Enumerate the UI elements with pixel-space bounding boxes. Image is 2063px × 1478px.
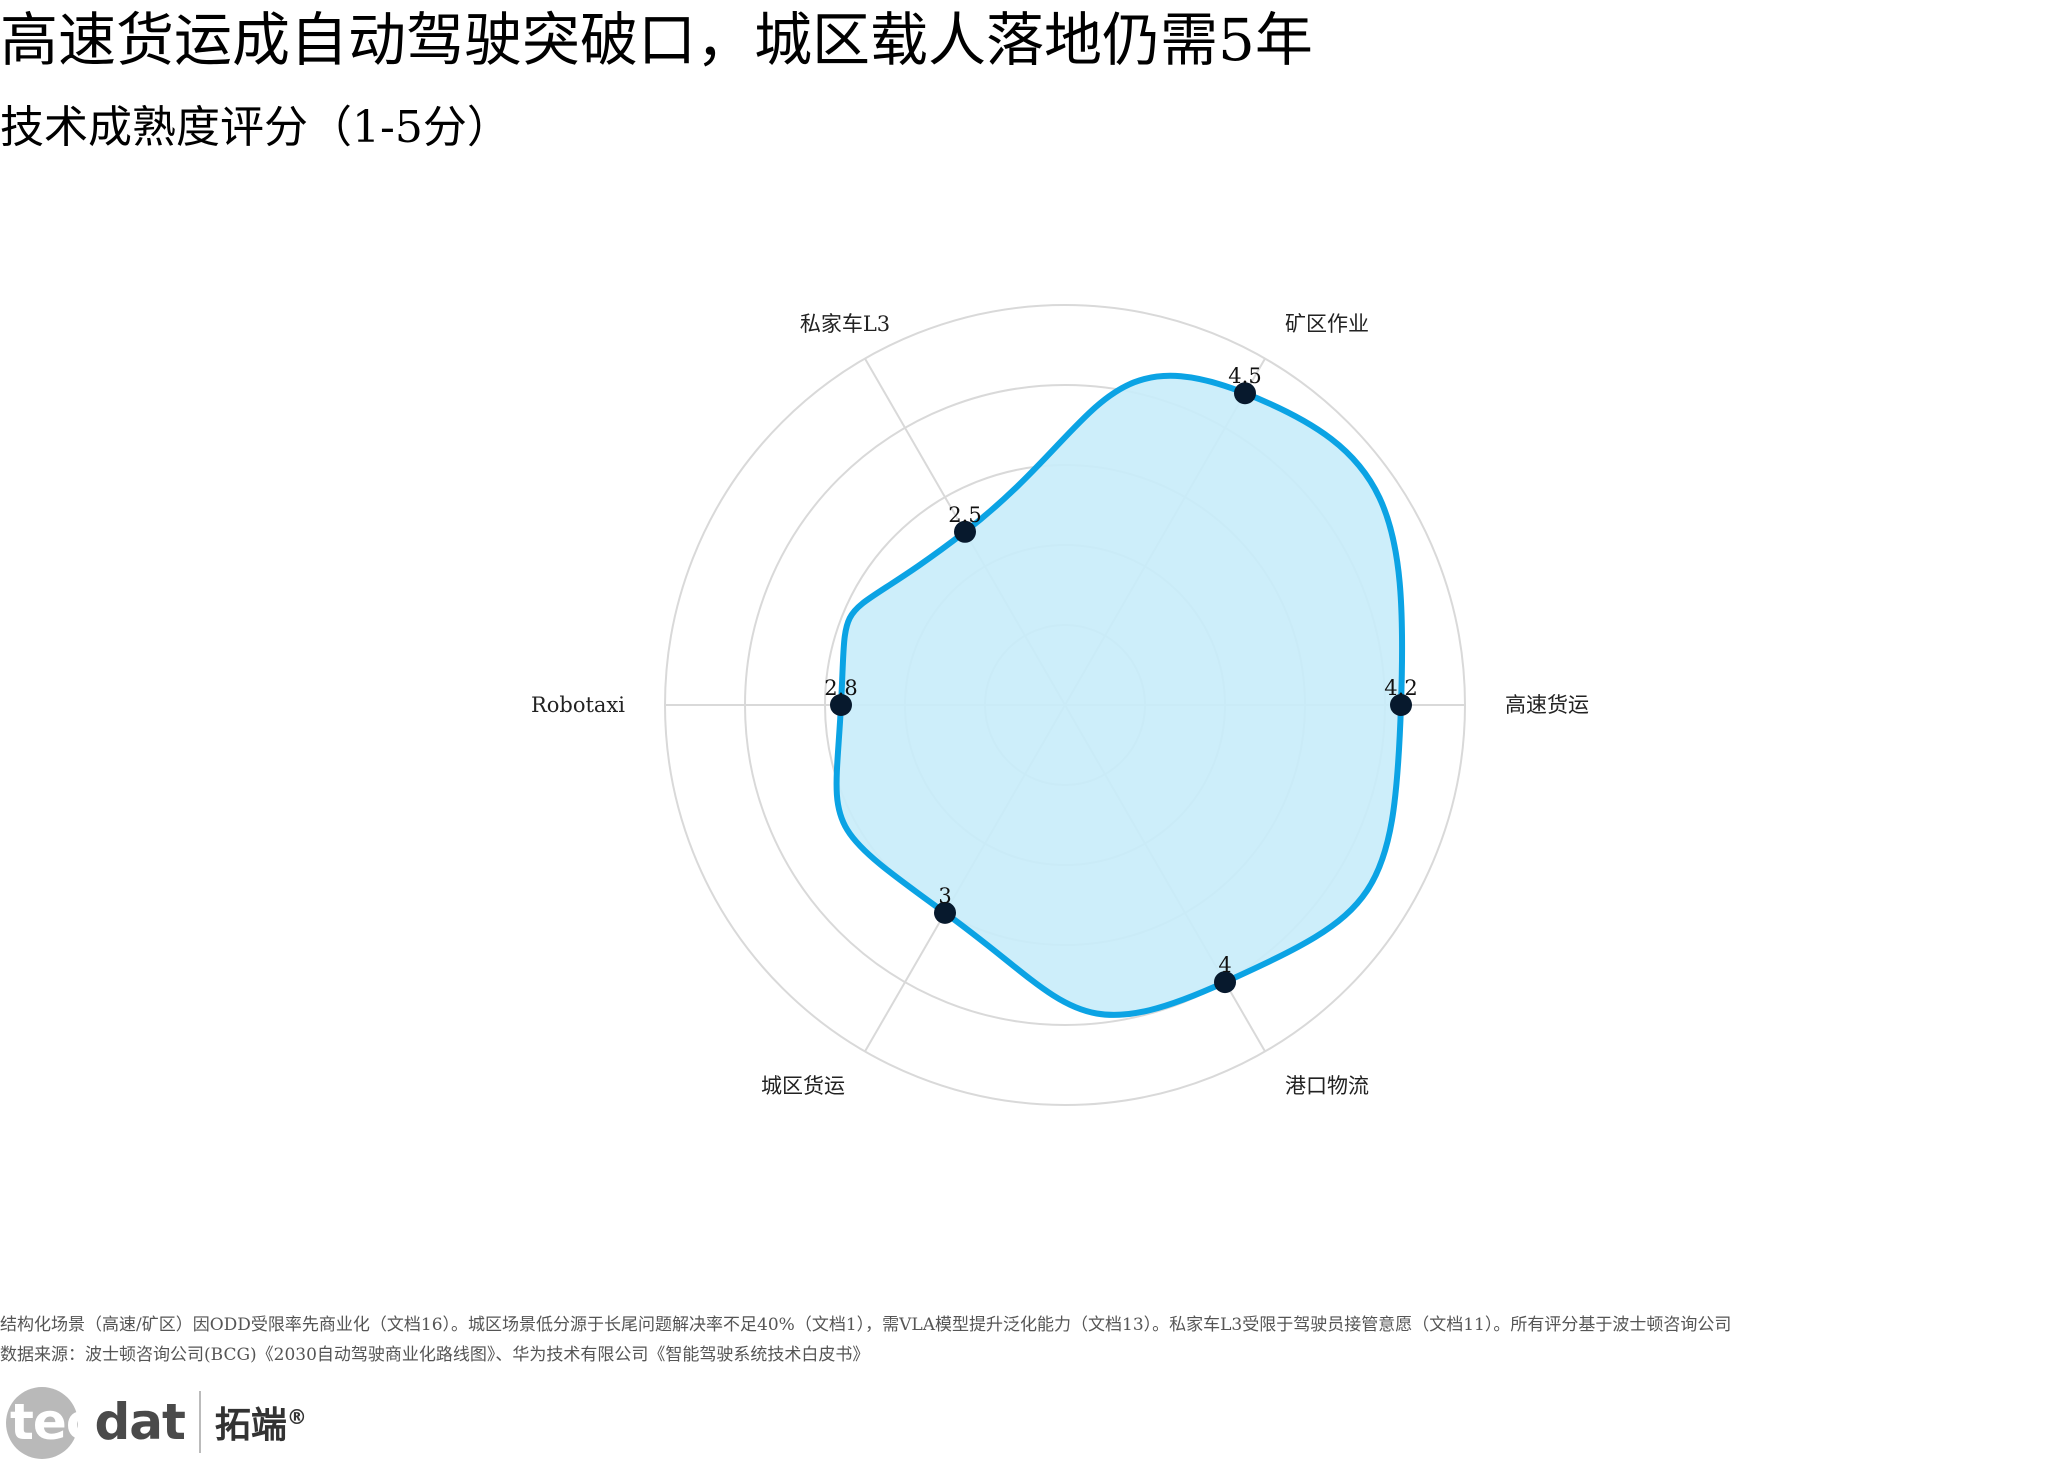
data-point-5 bbox=[1214, 971, 1236, 994]
series-outline bbox=[833, 372, 1406, 1018]
footnote-text: 结构化场景（高速/矿区）因ODD受限率先商业化（文档16）。城区场景低分源于长尾… bbox=[0, 1315, 1732, 1335]
logo-chinese: 拓端® bbox=[215, 1396, 307, 1448]
data-point-1 bbox=[1234, 382, 1256, 405]
axis-label-2: 私家车L3 bbox=[800, 312, 890, 336]
data-point-3 bbox=[830, 694, 852, 716]
axis-label-5: 港口物流 bbox=[1285, 1074, 1369, 1098]
logo-divider bbox=[198, 1391, 201, 1453]
radar-markers bbox=[830, 382, 1412, 994]
logo-dat: dat bbox=[94, 1393, 185, 1451]
chart-subtitle: 技术成熟度评分（1-5分） bbox=[0, 102, 511, 153]
axis-label-4: 城区货运 bbox=[761, 1074, 845, 1098]
axis-label-3: Robotaxi bbox=[531, 693, 625, 717]
logo-wordmark: tecdat bbox=[6, 1393, 186, 1451]
source-text: 数据来源：波士顿咨询公司(BCG)《2030自动驾驶商业化路线图》、华为技术有限… bbox=[0, 1345, 870, 1365]
chart-title: 高速货运成自动驾驶突破口，城区载人落地仍需5年 bbox=[0, 6, 1313, 74]
radar-series bbox=[833, 372, 1406, 1018]
data-label-5: 4 bbox=[1218, 953, 1231, 977]
logo-circle-icon bbox=[6, 1387, 78, 1459]
data-label-3: 2.8 bbox=[824, 676, 857, 700]
brand-logo: tecdat 拓端® bbox=[6, 1383, 307, 1461]
data-label-4: 3 bbox=[938, 884, 951, 908]
data-point-4 bbox=[934, 901, 956, 924]
logo-tec: tec bbox=[10, 1393, 95, 1451]
axis-label-1: 矿区作业 bbox=[1285, 312, 1369, 336]
data-point-0 bbox=[1390, 694, 1412, 716]
data-label-1: 4.5 bbox=[1228, 364, 1261, 388]
logo-registered: ® bbox=[286, 1405, 307, 1429]
logo-cn-text: 拓端 bbox=[214, 1405, 287, 1446]
data-label-0: 4.2 bbox=[1384, 676, 1417, 700]
data-label-2: 2.5 bbox=[948, 503, 981, 527]
axis-label-0: 高速货运 bbox=[1505, 693, 1589, 717]
data-point-2 bbox=[954, 520, 976, 543]
